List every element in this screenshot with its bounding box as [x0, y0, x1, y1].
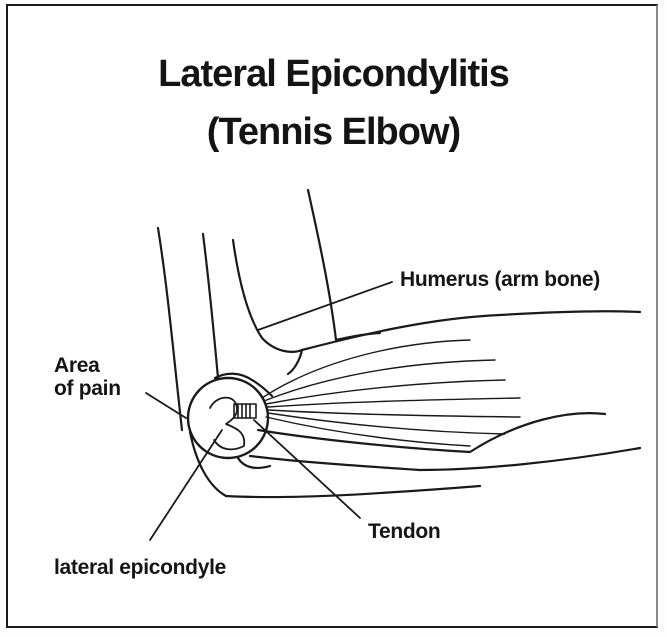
area-label-line1: Area — [54, 354, 121, 377]
lateral-epicondyle-label: lateral epicondyle — [54, 556, 226, 579]
humerus-shape — [233, 240, 302, 374]
area-label-line2: of pain — [54, 377, 121, 400]
humerus-leader-line — [258, 282, 392, 330]
upper-arm-back-contour — [158, 228, 182, 430]
tendon-label: Tendon — [368, 520, 440, 543]
upper-arm-contour-inner — [203, 234, 218, 378]
forearm-upper-contour — [302, 311, 640, 350]
area-of-pain-label: Area of pain — [54, 354, 121, 400]
upper-arm-front-contour — [308, 190, 380, 340]
tendon-leader-line — [254, 420, 360, 518]
olecranon-detail — [238, 458, 270, 468]
tendon-bundle — [234, 404, 256, 418]
humerus-label: Humerus (arm bone) — [400, 268, 600, 291]
